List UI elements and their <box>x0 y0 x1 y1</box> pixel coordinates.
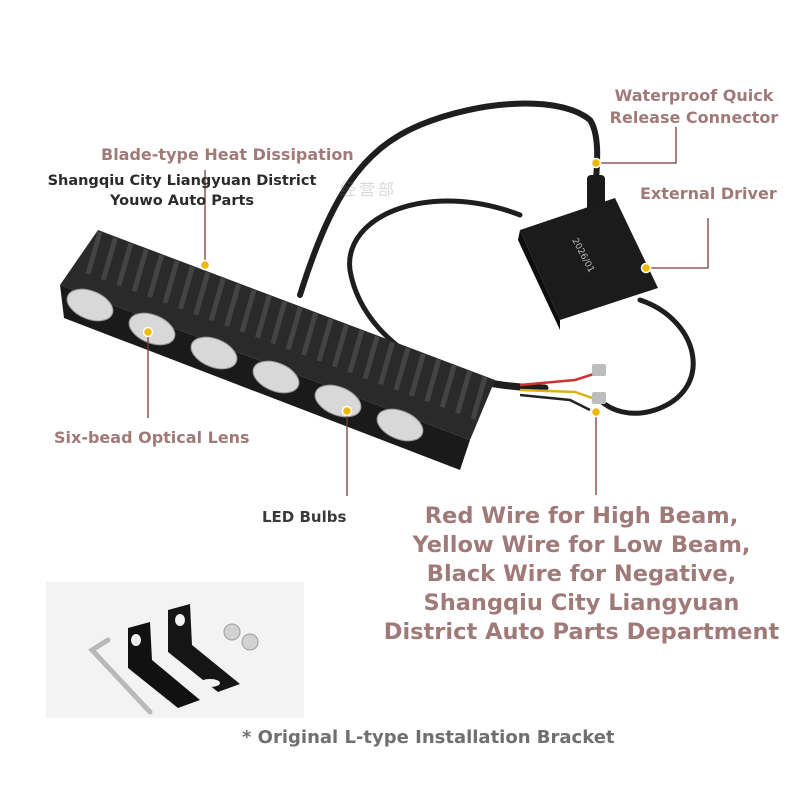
optical-lens <box>376 408 424 442</box>
bracket-photo <box>46 582 304 718</box>
heat-sink-fin <box>455 370 473 414</box>
heat-sink-fin <box>116 242 134 287</box>
shop-name: Shangqiu City Liangyuan District Youwo A… <box>46 171 318 211</box>
heat-sink-fin <box>162 260 180 304</box>
callout-waterproof-connector: Waterproof Quick Release Connector <box>606 85 782 129</box>
callout-led-bulbs: LED Bulbs <box>262 508 347 526</box>
heat-sink-fin <box>301 312 319 356</box>
heat-sink-fin <box>100 237 118 281</box>
hex-key <box>88 637 153 715</box>
dot-wires <box>590 406 602 418</box>
heat-sink-fin <box>177 266 195 310</box>
dot-waterproof <box>590 157 602 169</box>
heat-sink-fin <box>193 271 211 316</box>
dot-lens <box>142 326 154 338</box>
terminal-yellow <box>592 392 606 404</box>
callout-external-driver: External Driver <box>640 184 777 203</box>
wire-info-line: Shangqiu City Liangyuan <box>423 590 740 616</box>
heat-sink-fin <box>439 364 457 409</box>
bracket-left <box>128 622 200 708</box>
callout-waterproof-line-1: Waterproof Quick <box>614 86 774 105</box>
heat-sink-fin <box>362 335 380 380</box>
heat-sink-fin <box>424 358 442 403</box>
heat-sink-fin <box>393 347 411 391</box>
red-wire <box>519 370 601 387</box>
main-cable <box>297 100 601 298</box>
heat-sink-fin <box>378 341 396 385</box>
dot-driver <box>640 262 652 274</box>
heat-sink-fin <box>285 306 303 351</box>
wire-info-line: Yellow Wire for Low Beam, <box>412 532 751 558</box>
external-driver-box: 2026/01 <box>518 198 658 330</box>
optical-lenses <box>66 288 424 442</box>
leader-driver <box>646 218 709 269</box>
optical-lens <box>252 360 300 394</box>
dot-led <box>341 405 353 417</box>
heat-sink-fin <box>331 324 349 368</box>
wire-info-line: District Auto Parts Department <box>383 619 780 645</box>
heat-sink-fin <box>224 283 242 327</box>
screw-1 <box>223 623 241 641</box>
heat-sink-fin <box>316 318 334 362</box>
wire-info-line: Black Wire for Negative, <box>426 561 737 587</box>
bracket-right <box>168 604 240 692</box>
wire-info-line: Red Wire for High Beam, <box>424 503 739 529</box>
optical-lens <box>190 336 238 370</box>
callout-optical-lens: Six-bead Optical Lens <box>54 428 250 447</box>
heat-sink-fin <box>208 277 226 322</box>
heat-sink-fin <box>254 295 272 339</box>
callout-waterproof-line-2: Release Connector <box>609 108 779 127</box>
watermark: 经营部 <box>340 180 398 199</box>
heat-sink-fin <box>85 231 103 275</box>
heat-sink-fin <box>270 300 288 345</box>
led-lamp <box>60 230 495 470</box>
shop-name-line-1: Shangqiu City Liangyuan District <box>47 173 317 189</box>
heat-sink-fin <box>408 353 426 397</box>
leader-waterproof <box>596 127 677 164</box>
heat-sink-fin <box>347 329 365 374</box>
output-cable <box>597 297 696 416</box>
optical-lens <box>66 288 114 322</box>
wire-info: Red Wire for High Beam, Yellow Wire for … <box>380 502 783 647</box>
terminal-red <box>592 364 606 376</box>
dot-blade <box>199 259 211 271</box>
shop-name-line-2: Youwo Auto Parts <box>109 193 255 209</box>
heat-sink-fin <box>131 248 149 293</box>
heat-sink-fin <box>147 254 165 298</box>
black-wire <box>519 393 591 412</box>
yellow-wire <box>519 388 599 402</box>
heat-sink-fin <box>239 289 257 333</box>
heat-sink-fin <box>470 376 488 420</box>
bracket-caption: * Original L-type Installation Bracket <box>242 727 615 748</box>
heat-sink-fins <box>85 231 488 420</box>
callout-blade-heat-dissipation: Blade-type Heat Dissipation <box>101 145 354 164</box>
screw-2 <box>241 633 259 651</box>
